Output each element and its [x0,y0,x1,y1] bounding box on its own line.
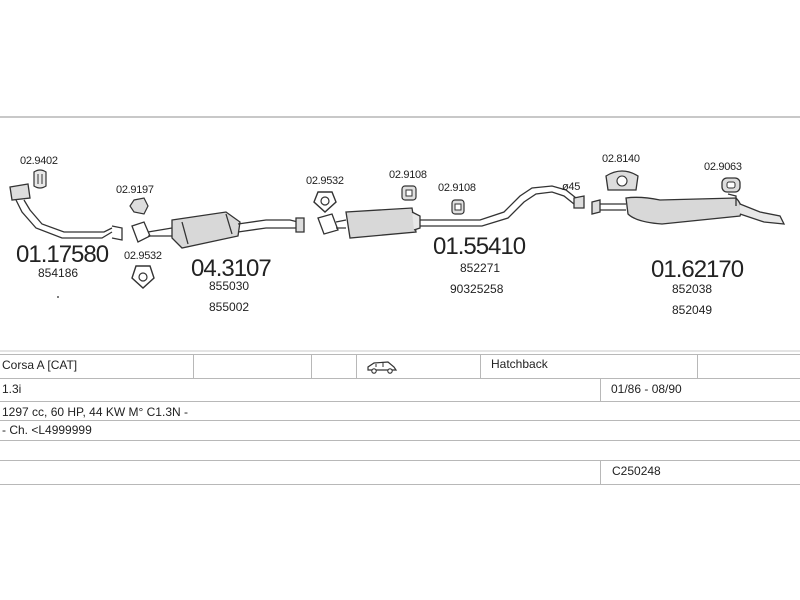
accessory-label-a4: 02.9532 [306,175,344,187]
gasket-triangle-mid-drawing [313,191,337,213]
accessory-label-a8: 02.9063 [704,161,742,173]
vehicle-engine: 1.3i [2,382,22,396]
accessory-label-a1: 02.9402 [20,155,58,167]
part-1-code: 01.17580 [16,241,109,268]
gasket-02-9197-drawing [129,197,149,215]
part-4-oem-1: 852038 [672,282,713,296]
car-hatchback-icon [367,361,398,374]
vehicle-model: Corsa A [CAT] [2,358,78,372]
vehicle-body-type: Hatchback [491,357,548,371]
part-2-oem-1: 855030 [209,279,250,293]
pipe-diameter-label: ø45 [562,181,581,193]
accessory-label-a7: 02.8140 [602,153,640,165]
vehicle-chassis: - Ch. <L4999999 [2,423,92,437]
part-2-code: 04.3107 [191,255,272,282]
part-4-code: 01.62170 [651,256,744,283]
vehicle-years: 01/86 - 08/90 [611,382,682,396]
part-4-oem-2: 852049 [672,303,713,317]
hanger-02-9063-drawing [721,177,741,193]
part-3-code: 01.55410 [433,233,526,260]
gasket-triangle-left-drawing [131,265,155,289]
catalytic-converter-drawing [131,211,305,249]
part-3-oem-2: 90325258 [450,282,504,296]
part-3-oem-1: 852271 [460,261,501,275]
accessory-label-a6: 02.9108 [438,182,476,194]
part-1-oem-1: 854186 [38,266,79,280]
accessory-label-a3: 02.9532 [124,250,162,262]
front-pipe-drawing [9,183,123,241]
center-silencer-drawing [317,185,585,239]
hanger-02-9108-right-drawing [451,199,465,215]
hanger-02-8140-drawing [605,170,639,191]
accessory-label-a2: 02.9197 [116,184,154,196]
accessory-label-a5: 02.9108 [389,169,427,181]
clamp-02-9402-drawing [33,169,47,189]
vehicle-code: C250248 [612,464,661,478]
part-2-oem-2: 855002 [209,300,250,314]
rear-silencer-drawing [591,193,786,225]
vehicle-specs: 1297 cc, 60 HP, 44 KW M° C1.3N - [2,405,188,419]
hanger-02-9108-left-drawing [401,185,417,201]
